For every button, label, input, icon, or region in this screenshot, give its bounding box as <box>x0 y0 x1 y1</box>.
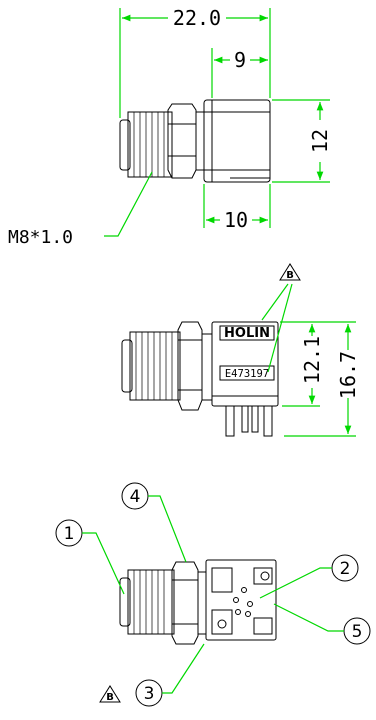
bottom-collar <box>197 571 207 635</box>
body-width-label: 9 <box>234 48 246 72</box>
bottom-revision-mark: B <box>106 692 114 703</box>
thread-callout-label: M8*1.0 <box>8 227 73 248</box>
top-hex-nut <box>167 103 197 179</box>
side-hex-nut <box>177 321 203 411</box>
dim-housing-height: 12.1 <box>280 321 356 407</box>
side-view: HOLIN E473197 B 12.1 <box>121 263 360 437</box>
top-collar <box>195 111 205 171</box>
bottom-thread <box>119 569 175 635</box>
bottom-view: 1 4 2 5 B 3 <box>55 482 371 707</box>
side-collar <box>201 333 213 401</box>
overall-width-label: 22.0 <box>173 6 221 30</box>
body-height-label: 12 <box>308 129 332 153</box>
housing-height-label: 12.1 <box>300 336 324 384</box>
side-pins <box>225 405 273 437</box>
base-width-label: 10 <box>224 208 248 232</box>
thread-callout: M8*1.0 <box>8 171 153 248</box>
dim-body-width: 9 <box>211 48 268 98</box>
bottom-hex-nut <box>171 561 199 645</box>
callout-5-number: 5 <box>352 622 363 642</box>
dim-total-height: 16.7 <box>284 324 360 437</box>
brand-marking: HOLIN <box>224 326 270 341</box>
side-revision-callout: B <box>261 263 301 373</box>
top-body <box>203 99 271 183</box>
top-thread <box>119 111 173 178</box>
callout-4: 4 <box>121 482 187 563</box>
side-revision-mark: B <box>286 270 294 281</box>
total-height-label: 16.7 <box>336 351 360 399</box>
callout-2-number: 2 <box>340 559 351 579</box>
bottom-body <box>205 559 277 641</box>
callout-5: 5 <box>273 603 371 645</box>
callout-3: B 3 <box>99 643 205 707</box>
dim-base-width: 10 <box>203 184 271 232</box>
top-view: 22.0 9 12 10 M8*1.0 <box>8 6 332 248</box>
callout-4-number: 4 <box>130 487 141 507</box>
cert-marking: E473197 <box>225 368 269 380</box>
side-body: HOLIN E473197 <box>211 321 279 407</box>
callout-2: 2 <box>259 554 359 599</box>
callout-3-number: 3 <box>144 684 155 704</box>
callout-1: 1 <box>55 519 125 595</box>
dim-body-height: 12 <box>272 99 332 183</box>
dim-overall-width: 22.0 <box>119 6 271 118</box>
callout-1-number: 1 <box>64 524 75 544</box>
side-thread <box>121 331 181 401</box>
